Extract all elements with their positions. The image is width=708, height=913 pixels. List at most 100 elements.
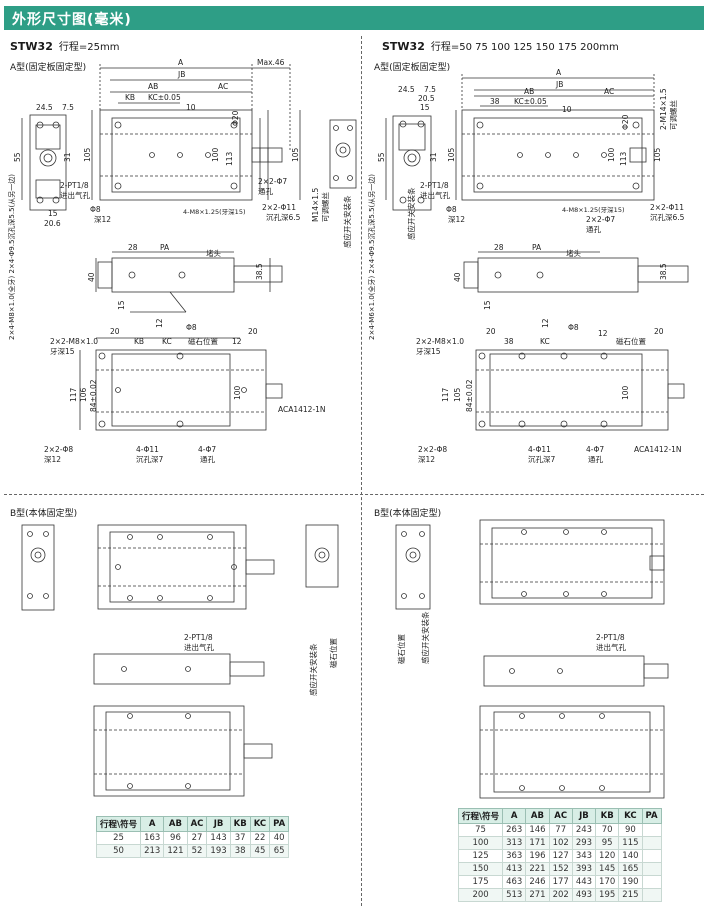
r-dim-38-5: 38.5 [659,263,668,280]
table-cell: 443 [571,875,597,889]
right-th-3: AC [548,808,573,824]
note-thru-bottom: 通孔 [200,454,215,464]
table-cell: 121 [163,844,188,858]
dim-kc-bottom: KC [162,337,172,346]
table-cell [641,836,662,850]
dim-kc: KC±0.05 [148,93,181,102]
r-dim-84: 84±0.02 [465,379,474,412]
table-cell: 271 [525,888,550,902]
note-phi11-bottom: 4-Φ11 [136,445,159,454]
table-cell: 213 [140,844,165,858]
page-title: 外形尺寸图(毫米) [12,12,132,28]
table-cell: 343 [571,849,597,863]
r-dim-ac: AC [604,87,614,96]
dim-phi20: Φ20 [231,110,240,126]
r-dim-10: 10 [562,105,572,114]
right-b-side-view [483,655,645,687]
right-b-end-view [395,524,431,610]
r-dim-kc-bottom: KC [540,337,550,346]
right-a-side-view [477,257,639,293]
right-th-7: PA [641,808,662,824]
r-note-phi7: 2×2-Φ7 [586,215,615,224]
left-a-side-view [111,257,235,293]
r-note-b-sensor: 感应开关安装条 [420,611,430,664]
note-phi7: 2×2-Φ7 [258,177,287,186]
dim-28: 28 [128,243,138,252]
r-dim-100: 100 [607,147,616,162]
left-th-0: 行程\符号 [95,816,142,832]
table-cell: 175 [457,875,504,889]
dim-84: 84±0.02 [89,379,98,412]
left-th-7: PA [269,816,290,832]
r-note-phi8: Φ8 [446,205,457,214]
r-dim-15-mid: 15 [483,300,492,310]
r-dim-15: 15 [420,103,430,112]
dim-31: 31 [63,152,72,162]
table-cell: 90 [618,823,643,837]
note-phi8-bottom: 2×2-Φ8 [44,445,73,454]
table-cell: 152 [548,862,573,876]
table-cell: 196 [525,849,550,863]
table-cell: 52 [186,844,208,858]
left-th-1: A [140,816,165,832]
table-cell: 120 [595,849,620,863]
table-cell: 195 [595,888,620,902]
dim-ab: AB [148,82,158,91]
r-dim-20a: 20 [486,327,496,336]
r-dim-105: 105 [447,147,456,162]
right-th-1: A [502,808,527,824]
left-b-end-view [21,524,55,611]
r-dim-117: 117 [441,387,450,402]
vertical-divider [361,36,362,906]
r-note-cb: 沉孔深6.5 [650,213,685,222]
table-cell: 96 [163,831,188,845]
note-cb7: 沉孔深7 [136,455,163,464]
note-m14: M14×1.5 [311,188,320,222]
r-dim-pa: PA [532,243,542,252]
dim-105-right: 105 [291,147,300,162]
left-a-bottom-dims: 2×2-M8×1.0 牙深15 20 KB KC 磁石位置 12 20 117 … [44,327,326,464]
table-cell: 115 [618,836,643,850]
table-cell: 221 [525,862,550,876]
r-dim-113: 113 [619,151,628,166]
note-phi8: Φ8 [90,205,101,214]
r-dim-phi20: Φ20 [621,114,630,130]
dim-a: A [178,58,184,67]
table-cell: 293 [571,836,597,850]
table-cell [641,823,662,837]
note-phi8-mid: Φ8 [186,323,197,332]
right-model: STW32 [382,40,425,53]
r-dim-a: A [556,68,562,77]
right-th-0: 行程\符号 [457,808,504,824]
r-note-plug: 堵头 [566,248,581,258]
note-adjust: 可调螺丝 [320,192,330,222]
right-th-5: KB [595,808,620,824]
r-dim-38-bottom: 38 [504,337,514,346]
dim-106: 106 [79,387,88,402]
table-cell: 193 [206,844,231,858]
dim-38-5: 38.5 [255,263,264,280]
table-cell: 263 [502,823,527,837]
r-note-phi7-bottom: 4-Φ7 [586,445,604,454]
r-dim-105-right: 105 [653,147,662,162]
dim-15: 15 [48,209,58,218]
table-cell: 190 [618,875,643,889]
dim-12-bottom: 12 [232,337,242,346]
table-cell: 27 [186,831,208,845]
r-note-thru: 通孔 [586,224,601,234]
table-cell: 75 [457,823,504,837]
r-note-m14: 2-M14×1.5 [659,88,668,130]
table-cell: 40 [269,831,290,845]
dim-20b: 20 [248,327,258,336]
note-b-pt2: 进出气孔 [184,642,214,652]
r-note-magnet: 磁石位置 [616,336,646,346]
dim-100: 100 [211,147,220,162]
dim-40: 40 [87,272,96,282]
r-note-aca: ACA1412-1N [634,445,682,454]
r-dim-105-bottom: 105 [453,387,462,402]
right-stroke-label: 行程=50 75 100 125 150 175 200mm [430,42,619,53]
